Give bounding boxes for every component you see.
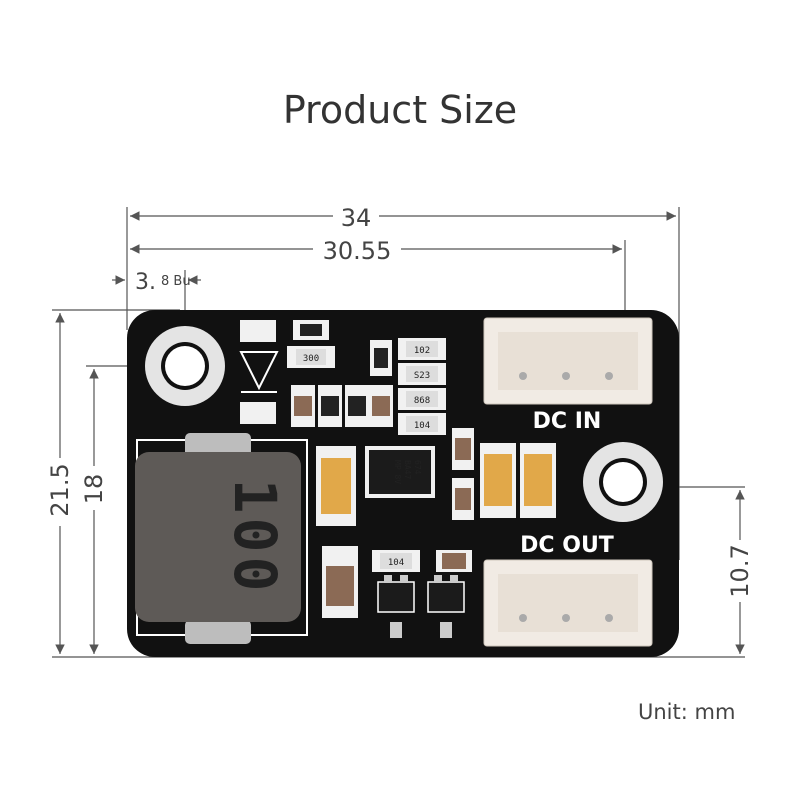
- dc-out-label: DC OUT: [520, 533, 614, 558]
- dim-dc-out-height: 10.7: [726, 544, 754, 597]
- ic-marking-3: 674: [413, 460, 422, 475]
- resistor-marking-4: 868: [414, 396, 430, 406]
- mounting-hole-right: [583, 442, 663, 522]
- page-title: Product Size: [282, 88, 518, 132]
- transistors: 104: [372, 550, 472, 638]
- resistor-marking-1: 300: [303, 354, 319, 364]
- resistor-marking-3: S23: [414, 371, 430, 381]
- resistor-marking-2: 102: [414, 346, 430, 356]
- dim-hole-spacing-height: 18: [80, 474, 108, 505]
- resistor-array: 300 102 S23 868 104: [287, 320, 446, 435]
- dim-hole-spacing-width: 30.55: [323, 237, 392, 265]
- resistor-marking-6: 104: [388, 558, 404, 568]
- dc-in-label: DC IN: [533, 409, 602, 434]
- led-pad-top: [240, 320, 276, 342]
- unit-label: Unit: mm: [638, 700, 736, 724]
- pcb-board: 100 300 102 S23 868 104: [127, 310, 679, 657]
- inductor-marking: 100: [221, 479, 289, 596]
- led-pad-bottom: [240, 402, 276, 424]
- dc-in-connector: [483, 317, 653, 405]
- dim-overall-width: 34: [341, 204, 372, 232]
- small-capacitors: [291, 385, 474, 520]
- resistor-marking-5: 104: [414, 421, 430, 431]
- dim-hole-offset: 3.: [135, 270, 156, 295]
- diode-symbol: [239, 351, 279, 393]
- regulator-ic: MP 8V BA47 674: [365, 446, 435, 498]
- dc-out-connector: [483, 559, 653, 647]
- tantalum-capacitors: [316, 443, 556, 618]
- inductor: 100: [135, 433, 308, 644]
- ic-marking-1: MP 8V: [393, 460, 402, 484]
- dim-hole-offset-note: 8 Bu: [161, 274, 191, 289]
- ic-marking-2: BA47: [403, 460, 412, 479]
- mounting-hole-top-left: [145, 326, 225, 406]
- dim-overall-height: 21.5: [46, 463, 74, 516]
